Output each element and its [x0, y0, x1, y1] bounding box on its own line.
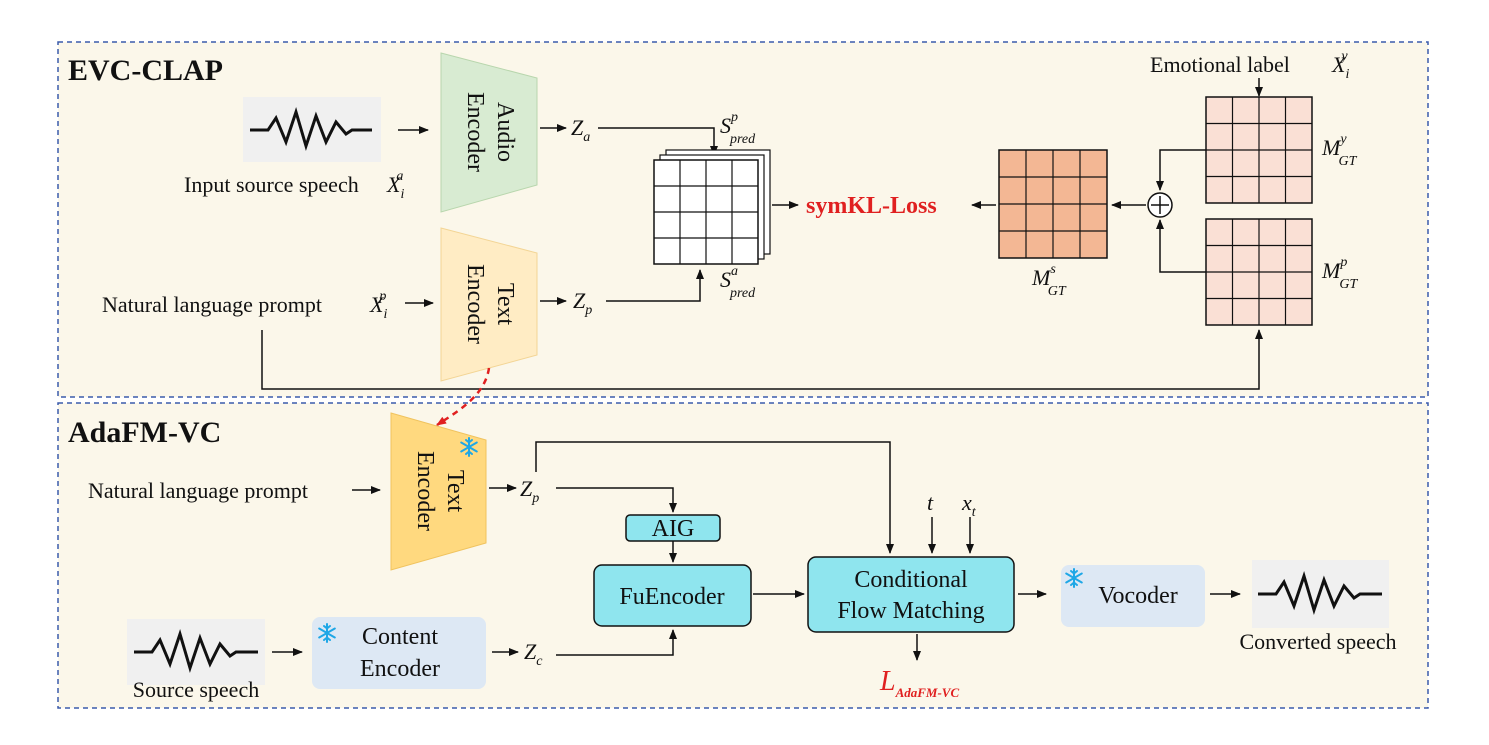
source-speech-label: Source speech	[133, 677, 259, 702]
input-source-speech-var: Xia	[386, 169, 404, 202]
text-encoder-top-label-2: Encoder	[462, 264, 488, 344]
za-var: Za	[571, 115, 590, 145]
content-encoder-label-2: Encoder	[360, 656, 440, 682]
text-encoder-bottom	[390, 412, 487, 571]
text-encoder-bottom-label-1: Text	[442, 470, 468, 513]
adafm-vc-section	[57, 402, 1429, 709]
cfm-block	[807, 556, 1015, 633]
m-gt-y-matrix	[1205, 96, 1313, 204]
cfm-label-1: Conditional	[854, 567, 968, 593]
adafm-vc-title: AdaFM-VC	[68, 416, 221, 449]
fuencoder-label: FuEncoder	[619, 584, 724, 610]
m-gt-p-matrix	[1205, 218, 1313, 326]
aig-label: AIG	[652, 516, 695, 542]
text-encoder-top-label-1: Text	[492, 283, 518, 326]
audio-encoder	[440, 52, 538, 213]
content-encoder-block	[312, 617, 486, 689]
zc-var: Zc	[524, 639, 543, 669]
text-encoder-top	[440, 227, 538, 382]
fuencoder-block	[593, 564, 752, 627]
m-gt-s-matrix	[998, 149, 1108, 259]
nl-prompt-top-label: Natural language prompt	[102, 292, 322, 317]
emotional-label: Emotional label	[1150, 52, 1290, 77]
text-encoder-bottom-label-2: Encoder	[412, 451, 438, 531]
zp-bottom-var: Zp	[520, 476, 539, 506]
emotional-label-var: Xiy	[1331, 49, 1349, 82]
weight-transfer-arrow	[436, 367, 491, 427]
similarity-matrix-stack	[653, 149, 771, 265]
waveform-icon	[134, 628, 258, 674]
waveform-icon	[1258, 570, 1382, 616]
content-encoder-label-1: Content	[362, 624, 438, 650]
evc-clap-title: EVC-CLAP	[68, 54, 223, 87]
symkl-loss: symKL-Loss	[806, 193, 937, 219]
t-var: t	[927, 490, 934, 515]
converted-speech-label: Converted speech	[1240, 629, 1397, 654]
vocoder-block	[1061, 565, 1205, 627]
audio-encoder-label-1: Audio	[492, 102, 518, 162]
audio-encoder-label-2: Encoder	[462, 92, 488, 172]
xt-var: xt	[961, 490, 977, 520]
zp-top-var: Zp	[573, 288, 592, 318]
input-source-speech-label: Input source speech	[184, 172, 359, 197]
waveform-icon	[250, 106, 372, 152]
nl-prompt-bottom-label: Natural language prompt	[88, 478, 308, 503]
nl-prompt-top-var: Xip	[369, 289, 387, 322]
loss-adafm-vc: LAdaFM-VC	[879, 666, 959, 700]
vocoder-label: Vocoder	[1098, 583, 1178, 609]
cfm-label-2: Flow Matching	[837, 598, 984, 624]
